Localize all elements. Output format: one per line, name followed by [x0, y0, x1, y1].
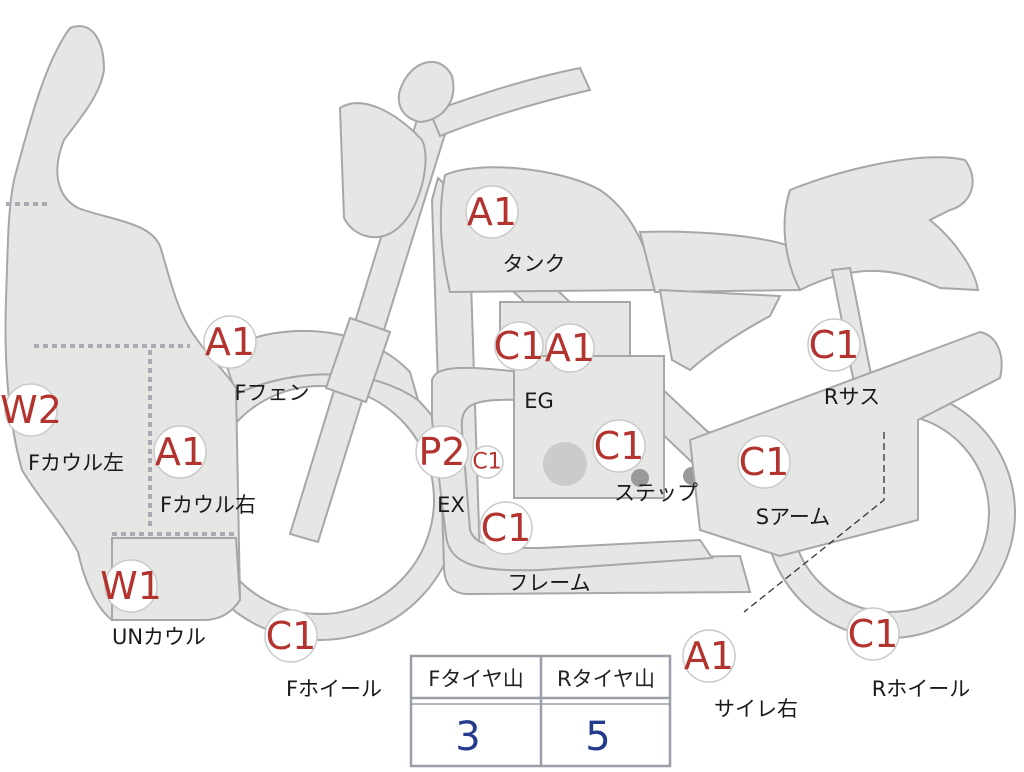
front-tire-value: 3: [455, 714, 480, 760]
rear-tire-header: Rタイヤ山: [557, 667, 655, 691]
label-exhaust: EX: [437, 493, 465, 517]
rear-tire-value: 5: [585, 714, 610, 760]
tail-shape: [783, 156, 980, 292]
grade-r-wheel: C1: [848, 612, 899, 656]
meter-shape: [397, 60, 455, 124]
badge-exhaust-2: C1: [470, 445, 504, 479]
badge-under-cowl: W1: [100, 559, 162, 613]
exhaust-pipe-shape: [431, 366, 714, 572]
badge-tank: A1: [465, 185, 519, 239]
muffler-leader-line: [743, 432, 885, 613]
side-cover-shape: [658, 288, 782, 372]
grade-engine: C1: [494, 324, 545, 368]
tire-table: Fタイヤ山 Rタイヤ山 3 5: [409, 654, 672, 768]
grade-frame: C1: [481, 506, 532, 550]
grade-muffler-right: A1: [684, 634, 734, 678]
swing-arm-shape: [688, 330, 1003, 558]
grade-exhaust-2: C1: [472, 450, 501, 475]
engine-cover-shape: [543, 442, 587, 486]
grade-engine-2: A1: [545, 326, 595, 370]
seat-shape: [638, 230, 802, 294]
grade-r-suspension: C1: [809, 323, 860, 367]
badge-frame: C1: [479, 501, 533, 555]
step-peg-left: [631, 469, 649, 487]
label-engine: EG: [524, 389, 554, 413]
grade-f-cowl-right: A1: [155, 430, 205, 474]
grade-f-fender: A1: [205, 320, 255, 364]
badge-f-cowl-left: W2: [0, 383, 62, 437]
label-swing-arm: Sアーム: [756, 505, 830, 529]
label-f-cowl-right: Fカウル右: [160, 493, 256, 517]
fork-clamp-shape: [324, 316, 392, 404]
grade-step: C1: [594, 424, 645, 468]
label-r-wheel: Rホイール: [872, 677, 971, 701]
grade-under-cowl: W1: [100, 564, 162, 608]
grade-tank: A1: [467, 190, 517, 234]
grade-swing-arm: C1: [739, 440, 790, 484]
grade-exhaust: P2: [418, 430, 465, 474]
handlebar-shape: [428, 66, 592, 138]
label-tank: タンク: [503, 252, 566, 276]
badge-swing-arm: C1: [737, 435, 791, 489]
label-step: ステップ: [614, 481, 698, 505]
label-f-cowl-left: Fカウル左: [28, 451, 124, 475]
label-f-fender: Fフェン: [234, 381, 309, 405]
badge-f-cowl-right: A1: [153, 425, 207, 479]
badge-step: C1: [592, 419, 646, 473]
label-frame: フレーム: [507, 571, 590, 595]
badge-r-wheel: C1: [846, 607, 900, 661]
label-f-wheel: Fホイール: [286, 677, 382, 701]
badge-engine: C1: [494, 321, 545, 371]
badge-f-fender: A1: [203, 315, 257, 369]
badge-engine-2: A1: [545, 323, 595, 373]
front-tire-header: Fタイヤ山: [428, 667, 523, 691]
badge-r-suspension: C1: [807, 318, 861, 372]
grade-f-wheel: C1: [266, 614, 317, 658]
grade-f-cowl-left: W2: [0, 388, 62, 432]
badge-f-wheel: C1: [264, 609, 318, 663]
headlight-shape: [338, 102, 427, 238]
label-under-cowl: UNカウル: [112, 625, 206, 649]
badge-muffler-right: A1: [682, 629, 736, 683]
label-r-suspension: Rサス: [824, 385, 880, 409]
badge-exhaust: P2: [415, 425, 469, 479]
label-muffler-right: サイレ右: [714, 697, 798, 721]
